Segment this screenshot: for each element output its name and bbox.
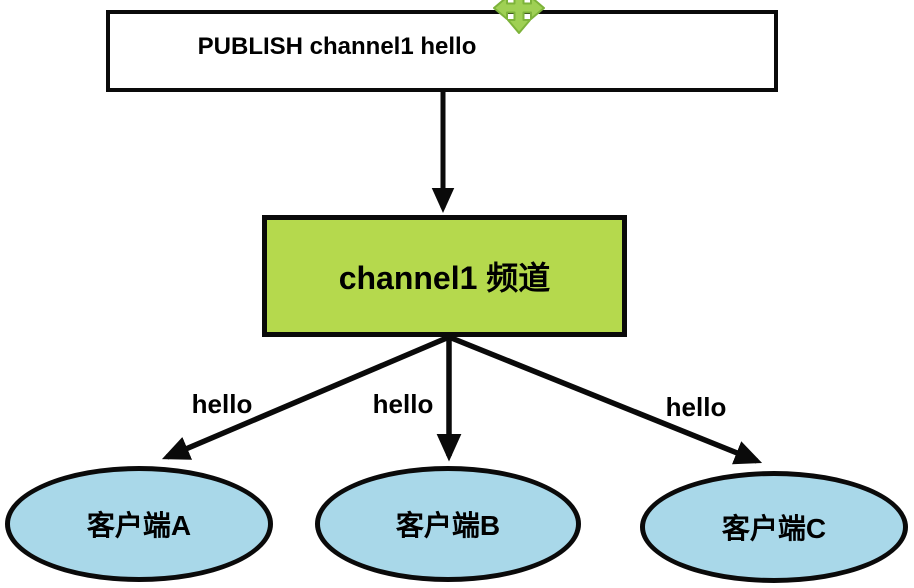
- client-b-node[interactable]: 客户端B: [315, 466, 581, 582]
- client-a-node[interactable]: 客户端A: [5, 466, 273, 582]
- publish-command-node[interactable]: PUBLISH channel1 hello: [106, 10, 778, 92]
- move-cursor-icon[interactable]: [489, 0, 549, 35]
- client-c-node[interactable]: 客户端C: [640, 471, 908, 583]
- client-b-label: 客户端B: [395, 510, 501, 541]
- message-label-a: hello: [191, 389, 253, 419]
- client-c-label: 客户端C: [721, 513, 827, 544]
- message-label-c: hello: [665, 392, 727, 422]
- channel-label: channel1 频道: [338, 260, 551, 296]
- channel-node[interactable]: channel1 频道: [262, 215, 627, 337]
- client-a-label: 客户端A: [86, 510, 192, 541]
- message-label-b: hello: [372, 389, 434, 419]
- publish-command-label: PUBLISH channel1 hello: [197, 33, 477, 60]
